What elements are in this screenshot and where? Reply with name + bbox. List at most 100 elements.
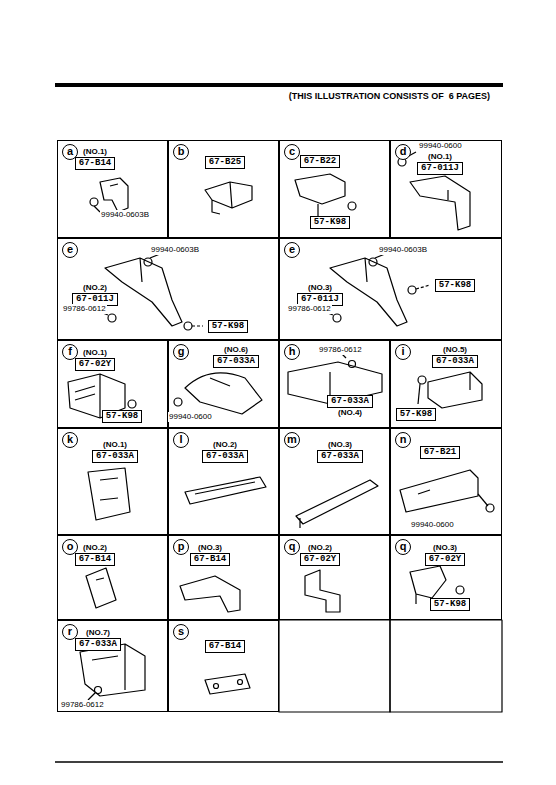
catalog-cell: d (NO.1)67-011J — [390, 140, 502, 238]
drawing-stroke — [428, 372, 482, 408]
part-number: 57-K98 — [208, 320, 248, 333]
part-number-box: 67-B22 — [300, 155, 340, 168]
drawing-stroke — [174, 398, 182, 406]
part-number-box: (NO.3)67-B14 — [190, 543, 230, 566]
fastener-part-number: 99940-0600 — [418, 141, 463, 151]
cell-letter: e — [284, 242, 300, 258]
cell-letter: m — [284, 432, 300, 448]
part-number-box: 57-K98 — [310, 216, 350, 229]
drawing-stroke — [486, 504, 494, 512]
part-number-box: 67-B21 — [420, 446, 460, 459]
drawing-stroke — [478, 494, 488, 506]
drawing-stroke — [418, 376, 426, 384]
catalog-cell: i (NO.5)67-033A 57-K98 — [390, 340, 502, 428]
quantity-note: (NO.1) — [427, 152, 453, 162]
part-number-box: (NO.7)67-033A — [75, 628, 121, 651]
part-number: 67-033A — [213, 355, 259, 368]
quantity-note: (NO.5) — [442, 345, 468, 355]
catalog-cell: r(NO.7)67-033A — [57, 620, 168, 712]
quantity-note: (NO.7) — [85, 628, 111, 638]
drawing-stroke — [205, 674, 250, 694]
drawing-stroke — [348, 202, 356, 210]
cell-letter: p — [173, 539, 189, 555]
part-number-box: 57-K98 — [396, 408, 436, 421]
drawing-stroke — [369, 258, 377, 266]
quantity-note: (NO.2) — [212, 440, 238, 450]
drawing-stroke — [180, 576, 240, 612]
drawing-stroke — [100, 178, 128, 212]
drawing-stroke — [408, 286, 416, 294]
part-number: 67-B14 — [75, 553, 115, 566]
catalog-cell: q (NO.3)67-02Y 57-K98 — [390, 535, 502, 620]
cell-letter: k — [62, 432, 78, 448]
drawing-stroke — [416, 285, 430, 289]
catalog-cell: p(NO.3)67-B14 — [168, 535, 279, 620]
fastener-part-number: 99940-0600 — [168, 412, 213, 422]
drawing-stroke — [390, 620, 502, 712]
cell-letter: i — [395, 344, 411, 360]
part-number-box: (NO.3)67-011J — [297, 283, 343, 306]
catalog-cell: c67-B22 57-K98 — [279, 140, 390, 238]
part-number: 67-033A — [75, 638, 121, 651]
part-number-box: 67-B25 — [205, 156, 245, 169]
cell-letter: c — [284, 144, 300, 160]
quantity-note: (NO.3) — [197, 543, 223, 553]
quantity-note: (NO.3) — [327, 440, 353, 450]
part-number: 67-02Y — [425, 553, 465, 566]
catalog-cell: o(NO.2)67-B14 — [57, 535, 168, 620]
cell-letter: d — [395, 144, 411, 160]
part-number: 67-033A — [327, 395, 373, 408]
drawing-stroke — [349, 361, 356, 368]
part-number: 67-B14 — [75, 157, 115, 170]
part-number: 67-B25 — [205, 156, 245, 169]
part-number: 67-011J — [417, 162, 463, 175]
catalog-cell: m(NO.3)67-033A — [279, 428, 390, 535]
cell-letter: g — [173, 344, 189, 360]
drawing-stroke — [400, 470, 478, 512]
part-number: 57-K98 — [430, 598, 470, 611]
part-number: 67-033A — [432, 355, 478, 368]
part-number-box: (NO.2)67-033A — [202, 440, 248, 463]
drawing-stroke — [279, 620, 390, 712]
page-rules — [55, 85, 503, 762]
part-number: 67-B21 — [420, 446, 460, 459]
cell-letter: q — [395, 539, 411, 555]
quantity-note: (NO.1) — [82, 147, 108, 157]
part-number: 57-K98 — [396, 408, 436, 421]
part-number: 67-02Y — [300, 553, 340, 566]
drawing-stroke — [90, 198, 98, 206]
drawing-stroke — [295, 174, 345, 218]
bracket-drawings — [68, 152, 494, 700]
drawing-stroke — [330, 258, 407, 326]
part-number: 57-K98 — [435, 279, 475, 292]
drawing-stroke — [238, 680, 243, 685]
part-number-box: (NO.1)67-02Y — [75, 348, 115, 371]
cell-letter: n — [395, 432, 411, 448]
drawing-stroke — [296, 480, 378, 528]
drawing-stroke — [214, 684, 219, 689]
drawing-stroke — [88, 468, 130, 520]
part-number-box: (NO.6)67-033A — [213, 345, 259, 368]
part-number: 67-033A — [92, 450, 138, 463]
quantity-note: (NO.3) — [307, 283, 333, 293]
part-number-box: (NO.5)67-033A — [432, 345, 478, 368]
quantity-note: (NO.3) — [432, 543, 458, 553]
catalog-cell: l(NO.2)67-033A — [168, 428, 279, 535]
drawing-stroke — [128, 400, 136, 408]
part-number-box: (NO.1)67-B14 — [75, 147, 115, 170]
fastener-part-number: 99786-0612 — [60, 700, 105, 710]
fastener-part-number: 99786-0612 — [287, 304, 332, 314]
drawing-stroke — [333, 314, 341, 322]
part-number: 57-K98 — [102, 410, 142, 423]
part-number-box: 57-K98 — [435, 279, 475, 292]
quantity-note: (NO.2) — [82, 543, 108, 553]
fastener-part-number: 99940-0603B — [150, 245, 200, 255]
drawing-stroke — [108, 314, 116, 322]
drawing-stroke — [86, 568, 116, 608]
catalog-cell: s67-B14 — [168, 620, 279, 712]
drawing-stroke — [88, 693, 95, 700]
catalog-cell: b67-B25 — [168, 140, 279, 238]
part-number-box: (NO.1)67-033A — [92, 440, 138, 463]
quantity-note: (NO.2) — [307, 543, 333, 553]
